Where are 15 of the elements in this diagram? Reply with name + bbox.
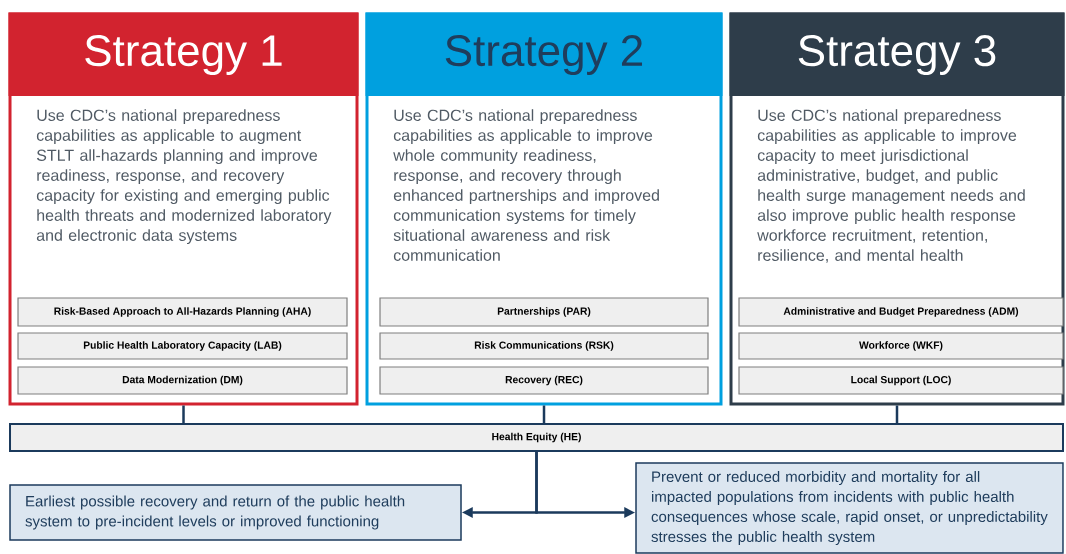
capability-box: Risk Communications (RSK) (379, 332, 709, 360)
outcome-box: Prevent or reduced morbidity and mortality for all impacted populations from incidents with public health consequences whose scale, rapid onset, or unpredictability stresses the public health system (635, 462, 1064, 554)
connector-line (182, 405, 185, 423)
capability-box: Risk-Based Approach to All-Hazards Planning (AHA) (17, 297, 348, 327)
connector-line (895, 405, 899, 423)
capability-box: Recovery (REC) (379, 366, 709, 395)
capability-box: Local Support (LOC) (738, 366, 1064, 395)
outcome-box: Earliest possible recovery and return of the public health system to pre-incident levels or improved functioning (9, 484, 462, 541)
capability-box: Data Modernization (DM) (17, 366, 348, 395)
capability-box: Workforce (WKF) (738, 332, 1064, 360)
capability-box: Partnerships (PAR) (379, 297, 709, 327)
capability-box: Administrative and Budget Preparedness (ADM) (738, 297, 1064, 327)
equity-bar: Health Equity (HE) (9, 423, 1064, 452)
connector-line (542, 405, 546, 423)
capability-box: Public Health Laboratory Capacity (LAB) (17, 332, 348, 360)
